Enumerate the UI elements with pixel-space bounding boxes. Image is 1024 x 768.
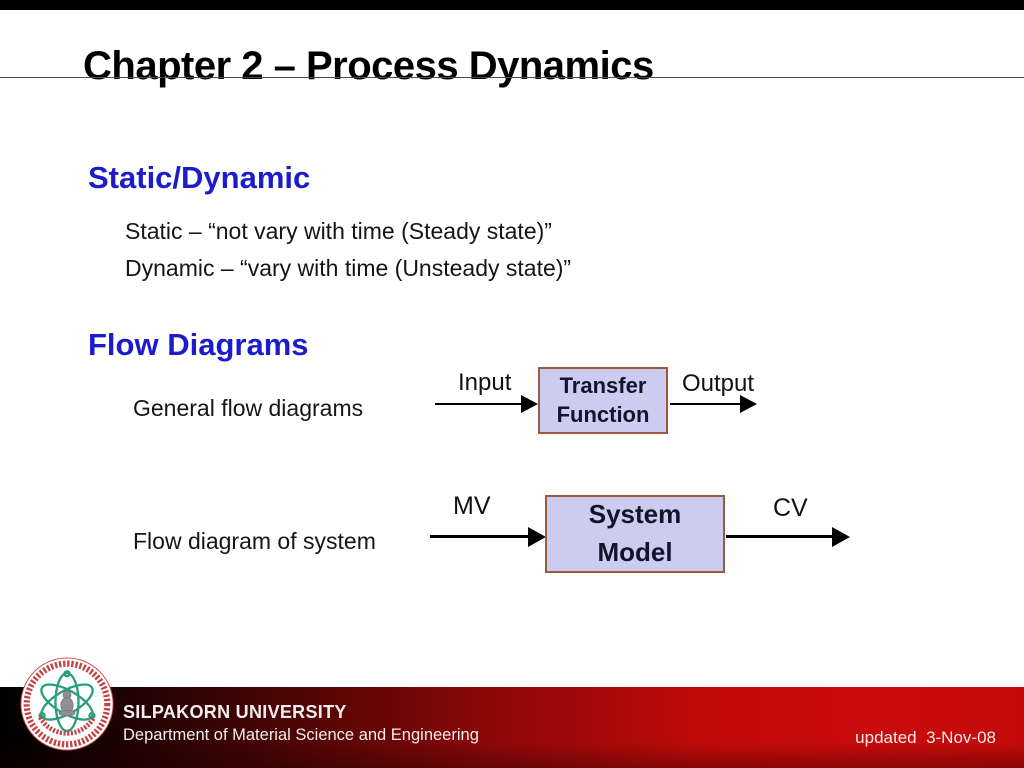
output-label: Output xyxy=(682,370,755,397)
system-model-box: System Model xyxy=(545,495,725,573)
footer-updated-date: updated 3-Nov-08 xyxy=(855,728,996,747)
cv-arrowhead-icon xyxy=(832,527,850,547)
dynamic-definition-line: Dynamic – “vary with time (Unsteady stat… xyxy=(125,255,572,281)
mv-arrow-shaft xyxy=(430,535,529,538)
transfer-function-line2: Function xyxy=(556,401,650,427)
thai-text-arc xyxy=(38,716,96,736)
transfer-function-line1: Transfer xyxy=(559,372,647,398)
system-model-line1: System xyxy=(588,499,682,530)
mv-label: MV xyxy=(453,492,491,520)
footer-department-name: Department of Material Science and Engin… xyxy=(123,726,479,744)
cv-label: CV xyxy=(773,494,808,522)
slide-title: Chapter 2 – Process Dynamics xyxy=(83,44,654,88)
thai-text-ring xyxy=(23,660,111,748)
top-bar xyxy=(0,0,1024,10)
input-arrowhead-icon xyxy=(521,395,538,413)
static-dynamic-heading: Static/Dynamic xyxy=(88,160,311,195)
system-model-line2: Model xyxy=(597,537,673,567)
system-flow-diagram-label: Flow diagram of system xyxy=(133,528,376,554)
output-arrow-shaft xyxy=(670,403,741,405)
title-underline-rule xyxy=(0,77,1024,78)
input-arrow-shaft xyxy=(435,403,523,405)
footer-university-name: SILPAKORN UNIVERSITY xyxy=(123,702,347,722)
flow-diagrams-heading: Flow Diagrams xyxy=(88,327,309,362)
university-seal xyxy=(20,657,114,751)
deity-icon xyxy=(58,690,76,717)
cv-arrow-shaft xyxy=(726,535,833,538)
mv-arrowhead-icon xyxy=(528,527,546,547)
static-definition-line: Static – “not vary with time (Steady sta… xyxy=(125,218,552,244)
input-label: Input xyxy=(458,369,512,396)
output-arrowhead-icon xyxy=(740,395,757,413)
transfer-function-box: Transfer Function xyxy=(538,367,668,434)
footer-band xyxy=(0,687,1024,768)
general-flow-diagram-label: General flow diagrams xyxy=(133,395,364,421)
